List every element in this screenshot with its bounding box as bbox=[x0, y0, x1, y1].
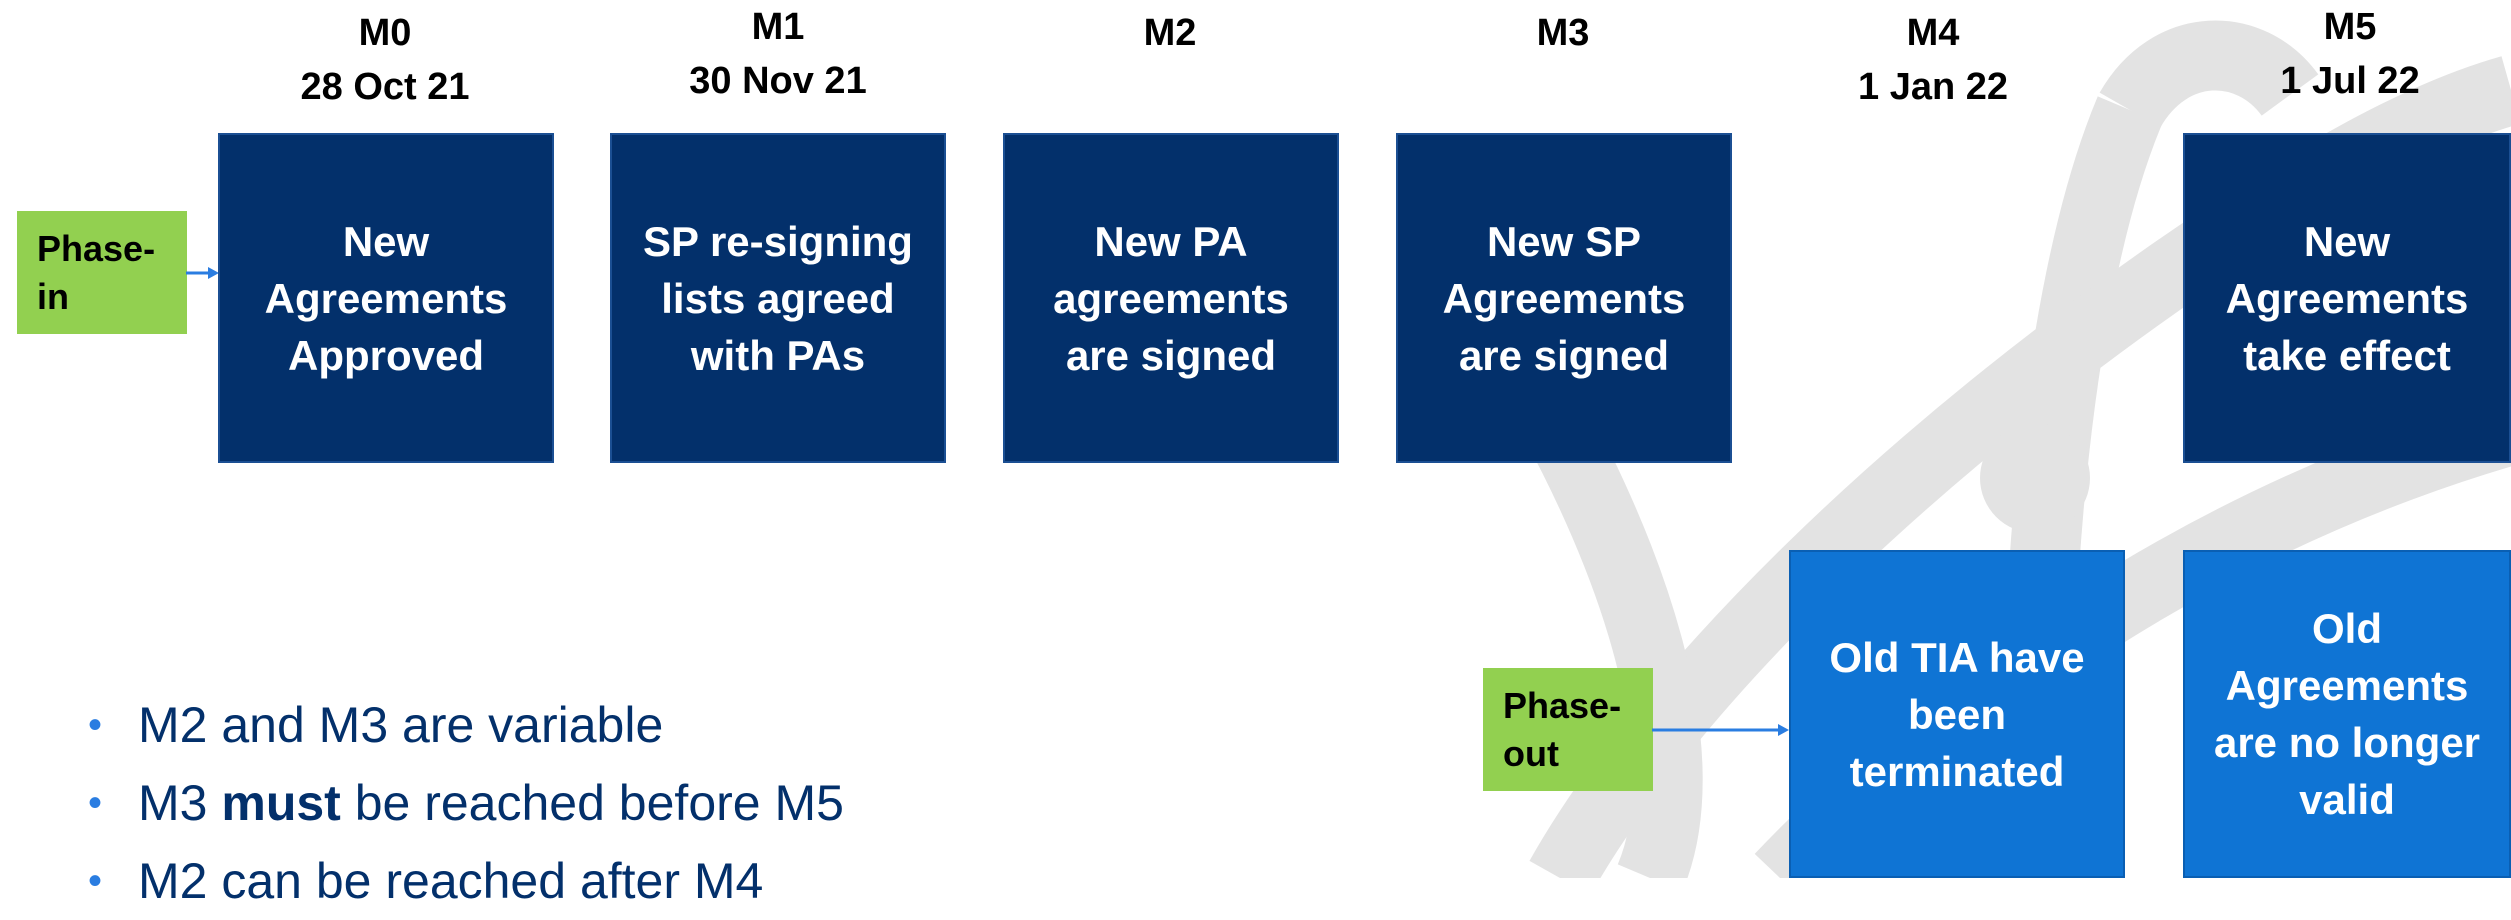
box-label: New PA agreements are signed bbox=[1053, 217, 1289, 379]
milestone-date: 30 Nov 21 bbox=[689, 60, 867, 102]
note-item: M2 can be reached after M4 bbox=[88, 842, 844, 920]
milestone-m0-header: M0 28 Oct 21 bbox=[215, 6, 555, 114]
phase-in-arrow bbox=[186, 267, 219, 279]
milestone-m5-header: M5 1 Jul 22 bbox=[2180, 0, 2511, 108]
milestone-id: M1 bbox=[751, 6, 805, 48]
milestone-m3-header: M3 bbox=[1393, 6, 1733, 60]
phase-in-box-new-agreements-approved: New Agreements Approved bbox=[218, 133, 554, 463]
note-item: M2 and M3 are variable bbox=[88, 686, 844, 764]
phase-out-arrow bbox=[1652, 724, 1789, 736]
phase-out-box-old-tia-terminated: Old TIA have been terminated bbox=[1789, 550, 2125, 878]
phase-out-label: Phase-out bbox=[1483, 668, 1653, 791]
note-item: M3 must be reached before M5 bbox=[88, 764, 844, 842]
milestone-date: 1 Jan 22 bbox=[1858, 66, 2008, 108]
phase-in-box-sp-resigning-lists: SP re-signing lists agreed with PAs bbox=[610, 133, 946, 463]
box-label: Old Agreements are no longer valid bbox=[2213, 605, 2481, 823]
phase-out-box-old-agreements-invalid: Old Agreements are no longer valid bbox=[2183, 550, 2511, 878]
box-label: New Agreements Approved bbox=[264, 217, 508, 379]
milestone-id: M2 bbox=[1143, 12, 1197, 54]
milestone-id: M5 bbox=[2323, 6, 2377, 48]
milestone-m4-header: M4 1 Jan 22 bbox=[1763, 6, 2103, 114]
milestone-m2-header: M2 bbox=[1000, 6, 1340, 60]
note-text: M2 and M3 are variable bbox=[138, 697, 664, 753]
milestone-id: M4 bbox=[1906, 12, 1960, 54]
milestone-date: 28 Oct 21 bbox=[300, 66, 470, 108]
phase-in-box-new-sp-agreements: New SP Agreements are signed bbox=[1396, 133, 1732, 463]
milestone-id: M0 bbox=[358, 12, 412, 54]
note-text-suffix: be reached before M5 bbox=[340, 775, 844, 831]
note-text-prefix: M3 bbox=[138, 775, 222, 831]
box-label: SP re-signing lists agreed with PAs bbox=[643, 217, 913, 379]
milestone-m1-header: M1 30 Nov 21 bbox=[608, 0, 948, 108]
phase-in-box-new-pa-agreements: New PA agreements are signed bbox=[1003, 133, 1339, 463]
notes-list: M2 and M3 are variable M3 must be reache… bbox=[88, 686, 844, 920]
box-label: Old TIA have been terminated bbox=[1829, 633, 2085, 795]
note-text-emphasis: must bbox=[221, 775, 341, 831]
box-label: New SP Agreements are signed bbox=[1442, 217, 1686, 379]
milestone-date: 1 Jul 22 bbox=[2280, 60, 2420, 102]
milestone-id: M3 bbox=[1536, 12, 1590, 54]
note-text: M2 can be reached after M4 bbox=[138, 853, 764, 909]
phase-in-box-new-agreements-take-effect: New Agreements take effect bbox=[2183, 133, 2511, 463]
box-label: New Agreements take effect bbox=[2225, 217, 2469, 379]
phase-in-label: Phase-in bbox=[17, 211, 187, 334]
